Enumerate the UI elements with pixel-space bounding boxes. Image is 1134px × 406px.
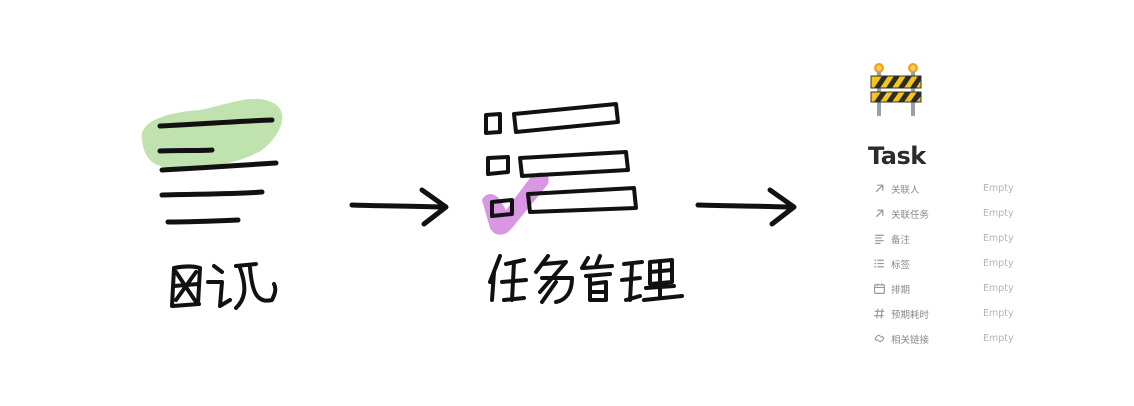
task-bar-3: [526, 186, 638, 214]
arrow-right-2: [695, 187, 797, 227]
green-highlight: [141, 98, 283, 169]
journal-line-3: [159, 160, 279, 173]
property-row-schedule[interactable]: 排期 Empty: [868, 276, 1068, 301]
text-lines-icon: [875, 234, 884, 244]
journal-line-4: [159, 189, 265, 198]
arrow-right-1: [349, 187, 449, 227]
checkbox-1: [484, 112, 502, 135]
property-name: 相关链接: [891, 334, 930, 346]
journal-line-5: [165, 217, 241, 225]
journal-handwriting: [170, 262, 278, 310]
property-value[interactable]: Empty: [983, 233, 1014, 244]
property-name: 标签: [891, 259, 911, 271]
property-row-related-person[interactable]: 关联人 Empty: [868, 176, 1068, 201]
property-value[interactable]: Empty: [983, 258, 1014, 269]
purple-check-highlight: [482, 172, 549, 235]
property-value[interactable]: Empty: [983, 333, 1014, 344]
property-name: 排期: [891, 284, 911, 296]
journal-line-2: [157, 147, 215, 154]
property-name: 关联任务: [891, 209, 930, 221]
checkbox-2: [486, 155, 510, 176]
property-value[interactable]: Empty: [983, 183, 1014, 194]
link-icon: [874, 334, 885, 343]
calendar-icon: [874, 283, 885, 294]
property-value[interactable]: Empty: [983, 208, 1014, 219]
list-icon: [874, 259, 884, 268]
property-list: 关联人 Empty 关联任务 Empty 备注 Empty 标签 Empty 排…: [868, 176, 1068, 351]
property-name: 关联人: [891, 184, 920, 196]
property-row-estimated-time[interactable]: 预期耗时 Empty: [868, 301, 1068, 326]
task-bar-1: [512, 102, 620, 134]
task-sketch: [482, 102, 638, 235]
journal-sketch: [141, 98, 283, 225]
page-title: Task: [868, 142, 926, 170]
property-row-notes[interactable]: 备注 Empty: [868, 226, 1068, 251]
arrow-up-right-icon: [875, 184, 884, 193]
arrow-up-right-icon: [875, 209, 884, 218]
checkbox-3: [490, 198, 514, 218]
property-row-tags[interactable]: 标签 Empty: [868, 251, 1068, 276]
sketch-canvas: [141, 98, 797, 310]
property-name: 备注: [891, 234, 911, 246]
task-handwriting: [488, 254, 684, 304]
hash-icon: [874, 308, 885, 319]
task-bar-2: [518, 150, 630, 178]
property-value[interactable]: Empty: [983, 308, 1014, 319]
property-name: 预期耗时: [891, 309, 930, 321]
construction-barrier-icon: [870, 63, 922, 116]
property-row-related-task[interactable]: 关联任务 Empty: [868, 201, 1068, 226]
property-row-related-links[interactable]: 相关链接 Empty: [868, 326, 1068, 351]
property-value[interactable]: Empty: [983, 283, 1014, 294]
journal-line-1: [157, 117, 275, 129]
task-card: Task 关联人 Empty 关联任务 Empty 备注 Empty 标签 Em…: [868, 60, 1068, 351]
